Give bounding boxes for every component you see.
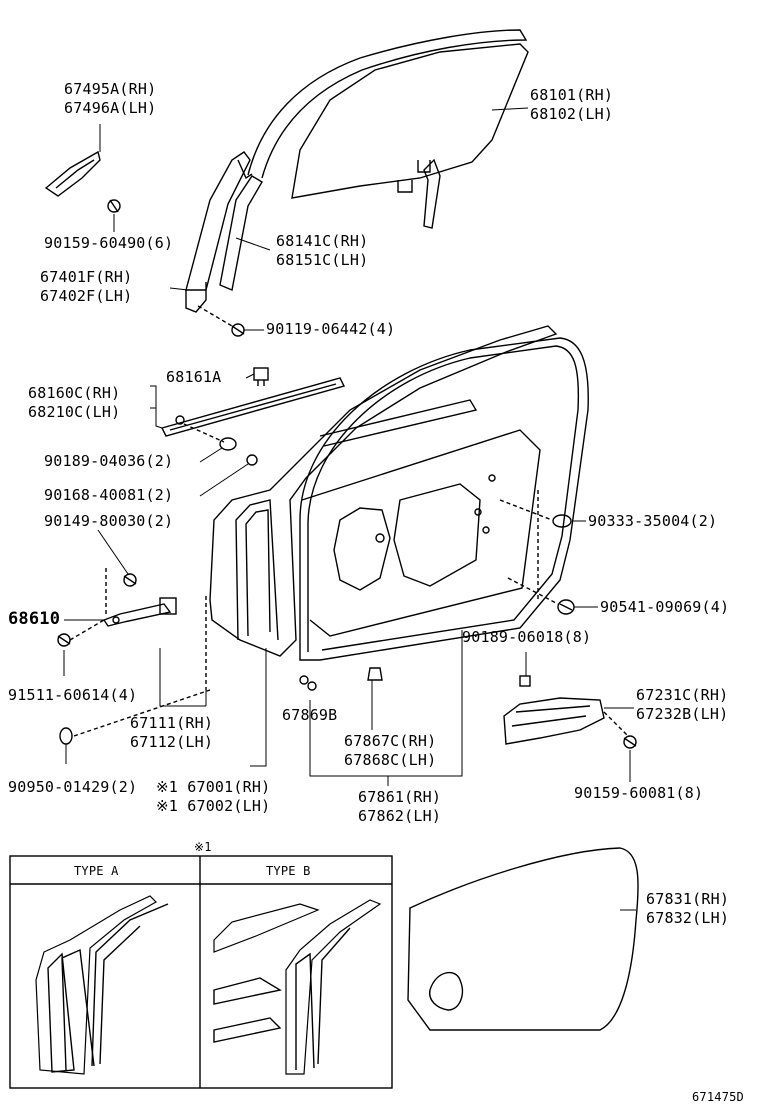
plug-90333 [552, 514, 572, 528]
door-trim-panel [407, 847, 639, 1031]
bolt-91511 [57, 633, 71, 647]
bolt-90159-60490 [107, 199, 121, 213]
leader-lines [63, 107, 636, 911]
label-91511: 91511-60614(4) [8, 686, 138, 704]
clip-67867C [367, 667, 383, 681]
bolt-90159-60081 [623, 735, 637, 749]
bolt-90149 [123, 573, 137, 587]
label-67867C: 67867C(RH)67868C(LH) [344, 732, 437, 769]
door-weatherstrip [299, 337, 589, 661]
bolt-90119 [231, 323, 245, 337]
label-68101: 68101(RH)68102(LH) [530, 86, 614, 123]
door-glass [291, 43, 529, 199]
clip-90189-06018 [519, 675, 531, 687]
label-68610: 68610 [8, 609, 61, 629]
glass-run-channel [219, 29, 528, 291]
label-90541: 90541-09069(4) [600, 598, 730, 616]
label-68161A: 68161A [166, 368, 222, 386]
label-67111: 67111(RH)67112(LH) [130, 714, 214, 751]
clip-90541 [557, 599, 575, 615]
label-90149: 90149-80030(2) [44, 512, 174, 530]
label-67869B: 67869B [282, 706, 338, 724]
label-90333: 90333-35004(2) [588, 512, 718, 530]
label-67495A: 67495A(RH)67496A(LH) [64, 80, 157, 117]
label-90189-04036: 90189-04036(2) [44, 452, 174, 470]
screw-90168 [246, 454, 258, 466]
clip-68161A [253, 367, 269, 386]
door-shell [209, 325, 558, 657]
label-90159-60490: 90159-60490(6) [44, 234, 174, 252]
label-67231C: 67231C(RH)67232B(LH) [636, 686, 729, 723]
diagram-code: 671475D [692, 1090, 744, 1104]
door-check [102, 597, 177, 627]
inset-box [9, 855, 393, 1089]
label-67861: 67861(RH)67862(LH) [358, 788, 442, 825]
inset-type-a: TYPE A [74, 864, 119, 878]
label-67831: 67831(RH)67832(LH) [646, 890, 730, 927]
belt-moulding [160, 377, 346, 437]
label-68141C: 68141C(RH)68151C(LH) [276, 232, 369, 269]
clip-90189-04036 [219, 437, 237, 451]
label-68160C: 68160C(RH)68210C(LH) [28, 384, 121, 421]
corner-cover [44, 150, 101, 197]
label-90189-06018: 90189-06018(8) [462, 628, 592, 646]
clip-67869B [299, 675, 317, 691]
label-90950: 90950-01429(2) [8, 778, 138, 796]
label-90159-60081: 90159-60081(8) [574, 784, 704, 802]
bracket-67231C [503, 697, 605, 745]
inset-type-b: TYPE B [266, 864, 311, 878]
plug-90950 [59, 727, 73, 745]
inset-marker: ※1 [194, 840, 212, 854]
label-67001: ※1 67001(RH)※1 67002(LH) [156, 778, 271, 815]
label-90119: 90119-06442(4) [266, 320, 396, 338]
label-67401F: 67401F(RH)67402F(LH) [40, 268, 133, 305]
label-90168: 90168-40081(2) [44, 486, 174, 504]
frame-moulding [185, 151, 253, 313]
